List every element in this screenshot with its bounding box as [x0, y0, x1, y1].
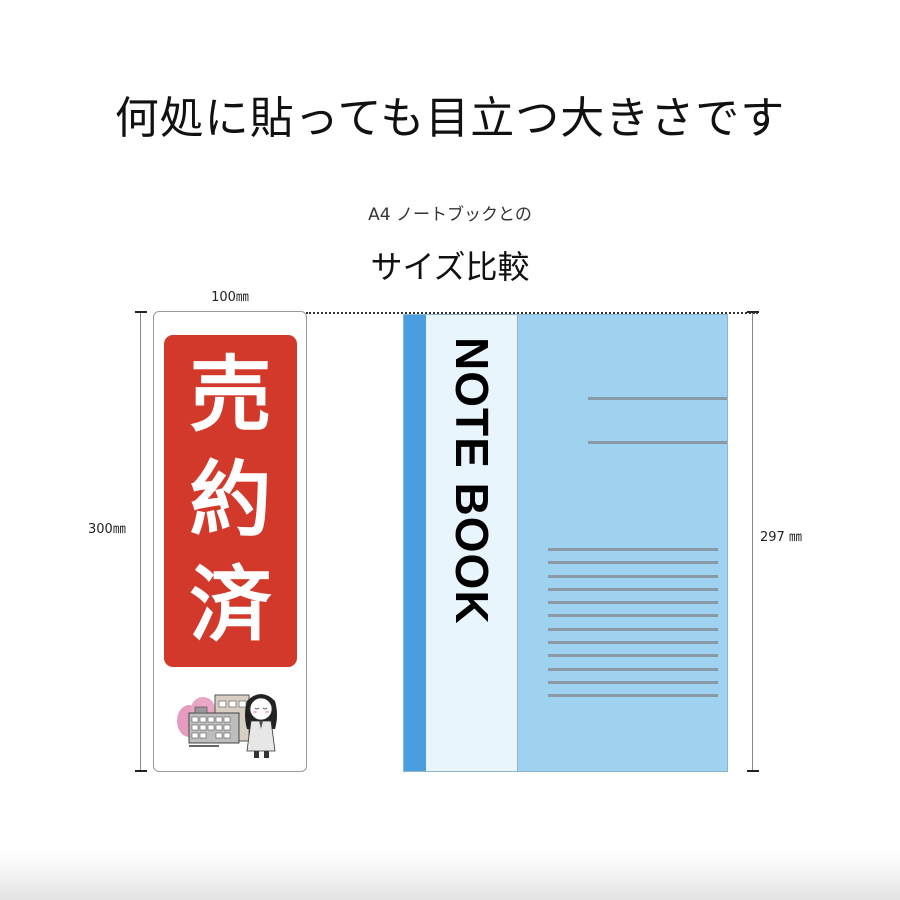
notebook-rule-line	[548, 575, 718, 578]
notebook-title: NOTE BOOK	[426, 315, 518, 771]
notebook-height-dimension-line	[752, 312, 753, 772]
alignment-dotted-line	[306, 312, 758, 314]
notebook-rule-line	[548, 561, 718, 564]
notebook-rule-line	[548, 668, 718, 671]
notebook-title-text: NOTE BOOK	[446, 337, 498, 625]
notebook-rule-line	[548, 681, 718, 684]
notebook-label-strip	[426, 315, 518, 771]
notebook-name-line	[588, 441, 727, 444]
notebook-height-label: 297 ㎜	[760, 530, 802, 545]
notebook-rule-line	[548, 628, 718, 631]
notebook-rule-line	[548, 641, 718, 644]
headline: 何処に貼っても目立つ大きさです	[114, 93, 786, 144]
notebook-rule-line	[548, 614, 718, 617]
sign-char-1: 売	[189, 347, 272, 443]
comparison-subtitle-small: A4 ノートブックとの	[368, 205, 532, 225]
dimension-tick	[135, 311, 147, 313]
notebook-rule-line	[548, 694, 718, 697]
notebook-spine	[404, 315, 426, 771]
notebook-rule-line	[548, 654, 718, 657]
dimension-tick	[135, 770, 147, 772]
sign-height-label: 300㎜	[88, 522, 126, 537]
notebook-rule-line	[548, 548, 718, 551]
sign-height-dimension-line	[140, 312, 141, 772]
dimension-tick	[747, 770, 759, 772]
sign-char-2: 約	[189, 452, 272, 548]
notebook-rule-line	[548, 601, 718, 604]
sign-width-label: 100㎜	[211, 290, 249, 305]
sign-char-3: 済	[189, 558, 272, 654]
sign-red-panel: 売 約 済	[164, 335, 297, 667]
comparison-title: サイズ比較	[370, 248, 530, 286]
notebook-rule-line	[548, 588, 718, 591]
school-girl-illustration	[175, 683, 295, 763]
notebook-name-line	[588, 397, 727, 400]
